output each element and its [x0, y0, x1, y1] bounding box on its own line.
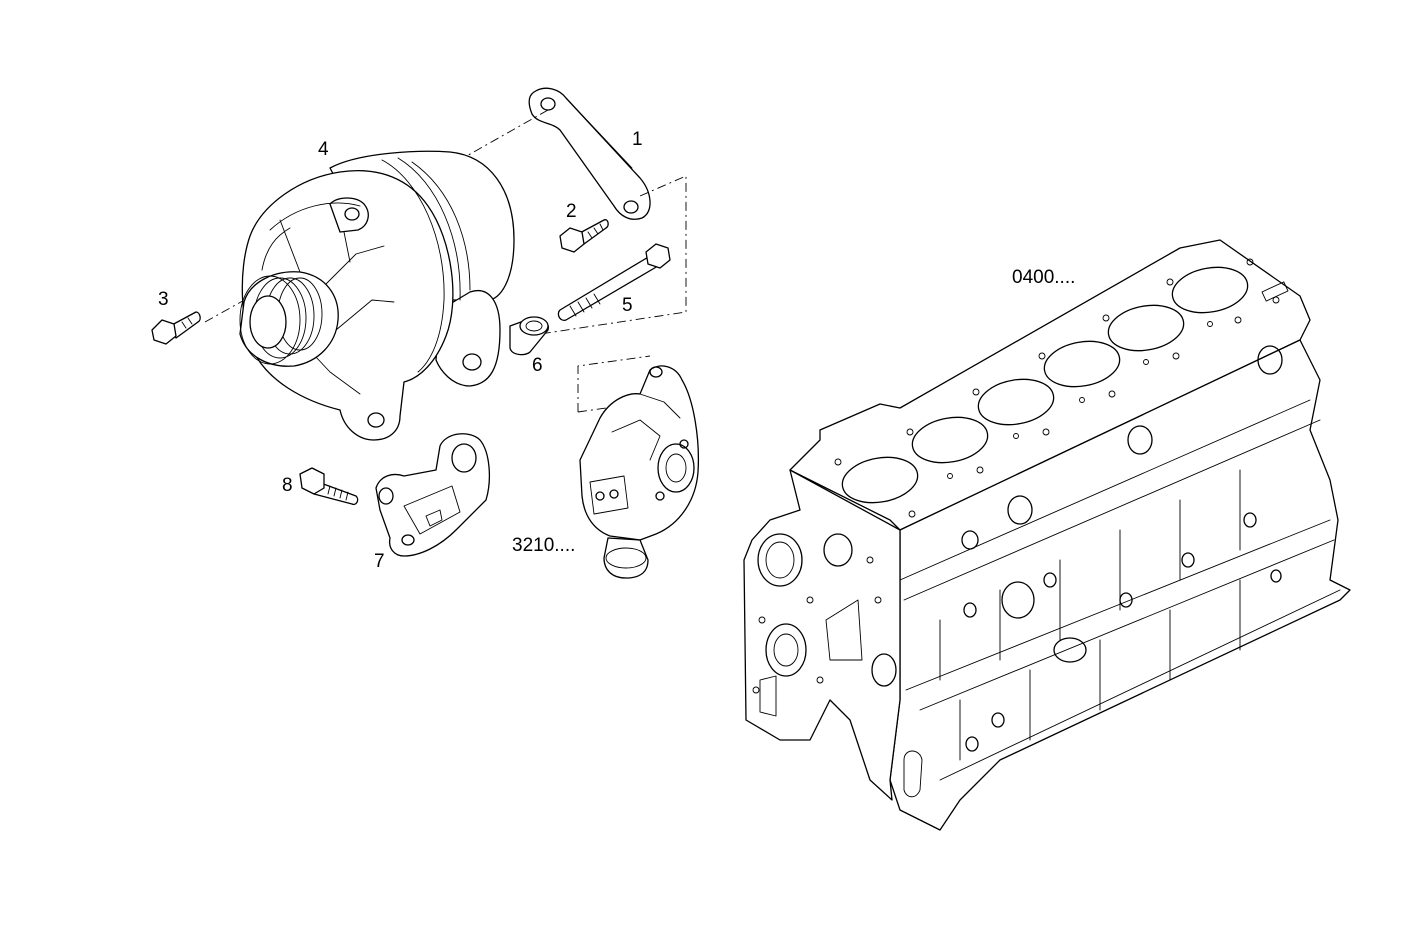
cylinder-bores	[841, 266, 1249, 504]
water-pump-assembly	[579, 365, 700, 579]
callout-ref-water-pump: 3210....	[512, 535, 576, 556]
part-8-bolt	[299, 467, 359, 506]
alternator-pulley	[239, 271, 339, 367]
front-face-features	[752, 533, 923, 798]
part-3-bolt	[151, 311, 201, 345]
part-6-bushing	[509, 316, 550, 356]
callout-part-7: 7	[374, 551, 385, 572]
side-bosses	[961, 345, 1283, 752]
part-5-long-stud	[557, 243, 671, 321]
part-7-support-bracket	[375, 433, 490, 557]
callout-part-6: 6	[532, 355, 543, 376]
callout-ref-engine-block: 0400....	[1012, 267, 1076, 288]
callout-part-4: 4	[318, 139, 329, 160]
part-1-bracket-strap	[528, 87, 651, 220]
callout-part-8: 8	[282, 475, 293, 496]
callout-part-5: 5	[622, 295, 633, 316]
engine-block	[743, 239, 1351, 831]
part-4-alternator	[239, 150, 515, 441]
alignment-lines	[204, 109, 687, 413]
callout-part-2: 2	[566, 201, 577, 222]
callout-part-3: 3	[158, 289, 169, 310]
part-2-short-bolt	[559, 219, 609, 253]
callout-part-1: 1	[632, 129, 643, 150]
